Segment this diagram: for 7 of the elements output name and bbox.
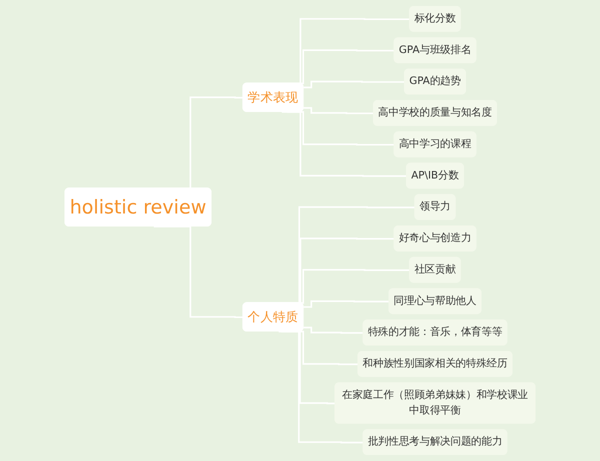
connector xyxy=(154,226,244,318)
connector xyxy=(304,107,374,114)
connector xyxy=(304,326,364,334)
connector xyxy=(278,330,364,444)
connector xyxy=(282,111,407,177)
connector xyxy=(304,80,405,88)
connector xyxy=(304,300,390,308)
